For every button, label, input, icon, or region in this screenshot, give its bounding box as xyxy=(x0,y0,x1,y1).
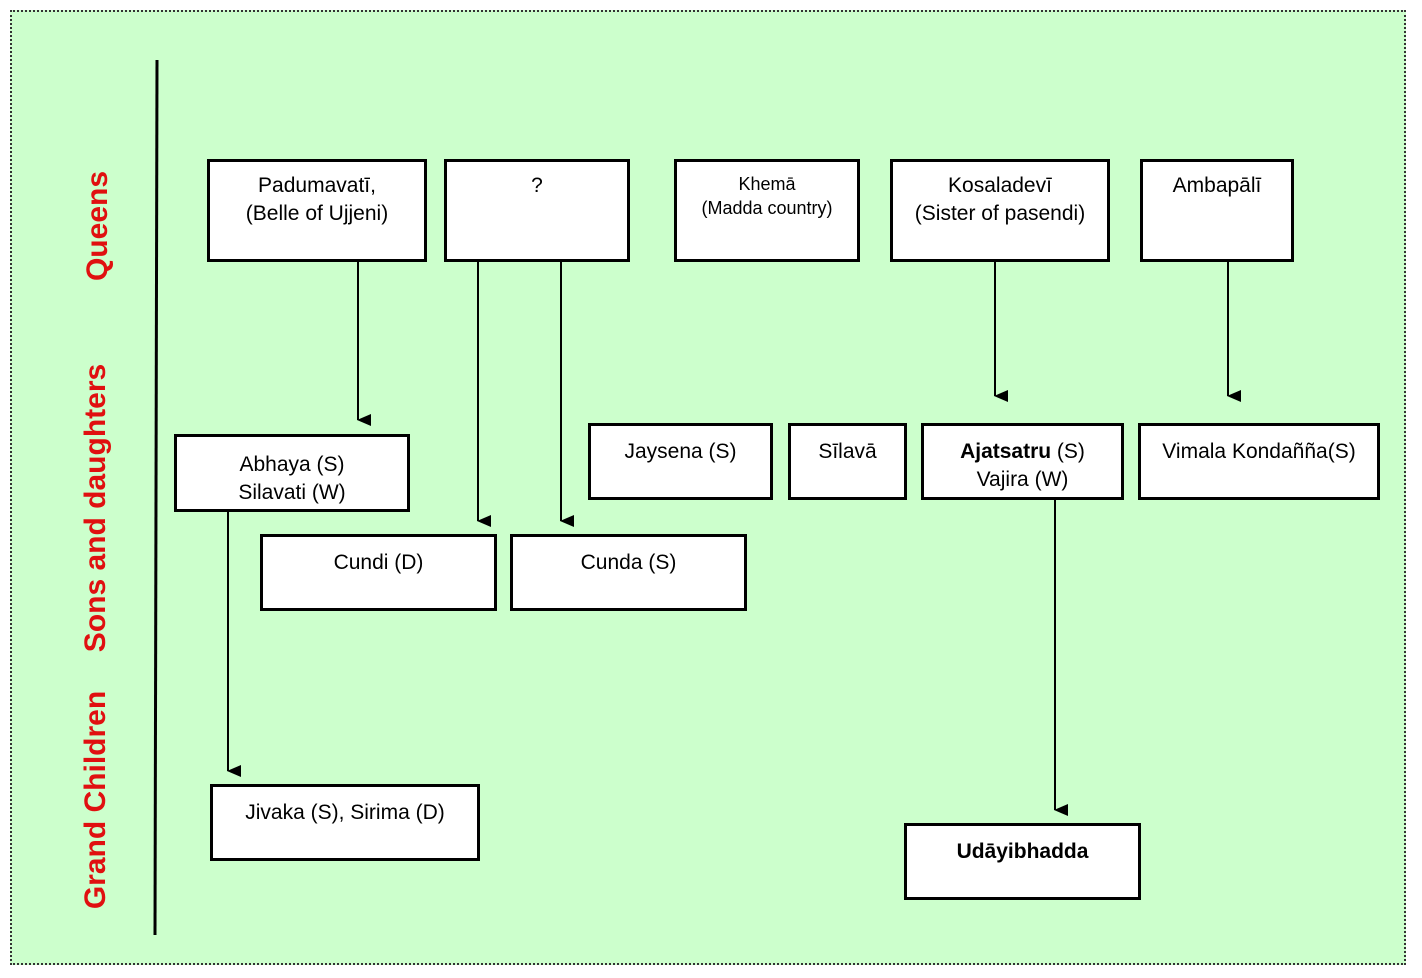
child-cundi-name: Cundi (D) xyxy=(333,551,424,574)
child-silava-name: Sīlavā xyxy=(818,440,877,463)
child-cundi-box: Cundi (D) xyxy=(260,534,497,611)
child-ajatsatru-line: Ajatsatru (S) xyxy=(924,438,1121,466)
child-cunda-box: Cunda (S) xyxy=(510,534,747,611)
grandchild-udayibhadda-name: Udāyibhadda xyxy=(956,840,1089,863)
child-jaysena-name: Jaysena (S) xyxy=(624,440,737,463)
queen-padumavati-name: Padumavatī, xyxy=(258,174,376,197)
queen-padumavati-note: (Belle of Ujjeni) xyxy=(245,202,389,225)
grandchild-jivaka-box: Jivaka (S), Sirima (D) xyxy=(210,784,480,861)
row-label-sons-and-daughters: Sons and daughters xyxy=(79,363,112,653)
queen-ambapali-box: Ambapālī xyxy=(1140,159,1294,262)
queen-ambapali-name: Ambapālī xyxy=(1172,174,1262,197)
queen-kosaladevi-note: (Sister of pasendi) xyxy=(914,202,1086,225)
child-ajatsatru-name: Ajatsatru xyxy=(960,440,1052,463)
grandchild-udayibhadda-box: Udāyibhadda xyxy=(904,823,1141,900)
queen-khema-note: (Madda country) xyxy=(701,198,833,218)
queen-khema-box: Khemā (Madda country) xyxy=(674,159,860,262)
child-ajatsatru-spouse: Vajira (W) xyxy=(976,468,1069,491)
child-ajatsatru-suffix: (S) xyxy=(1051,440,1085,463)
child-cunda-name: Cunda (S) xyxy=(580,551,677,574)
child-ajatsatru-box: Ajatsatru (S) Vajira (W) xyxy=(921,423,1124,500)
row-divider-line xyxy=(153,59,159,936)
queen-kosaladevi-name: Kosaladevī xyxy=(948,174,1052,197)
child-vimala-box: Vimala Kondañña(S) xyxy=(1138,423,1380,500)
grandchild-jivaka-name: Jivaka (S), Sirima (D) xyxy=(245,801,445,824)
child-silava-box: Sīlavā xyxy=(788,423,907,500)
queen-khema-name: Khemā xyxy=(738,174,796,194)
child-jaysena-box: Jaysena (S) xyxy=(588,423,773,500)
child-abhaya-spouse: Silavati (W) xyxy=(238,481,346,504)
child-vimala-name: Vimala Kondañña(S) xyxy=(1162,440,1356,463)
row-label-queens: Queens xyxy=(81,170,114,282)
queen-unknown-name: ? xyxy=(531,174,543,197)
child-abhaya-name: Abhaya (S) xyxy=(239,453,345,476)
row-label-grand-children: Grand Children xyxy=(79,690,112,910)
child-abhaya-box: Abhaya (S) Silavati (W) xyxy=(174,434,410,512)
queen-unknown-box: ? xyxy=(444,159,630,262)
queen-kosaladevi-box: Kosaladevī (Sister of pasendi) xyxy=(890,159,1110,262)
queen-padumavati-box: Padumavatī, (Belle of Ujjeni) xyxy=(207,159,427,262)
